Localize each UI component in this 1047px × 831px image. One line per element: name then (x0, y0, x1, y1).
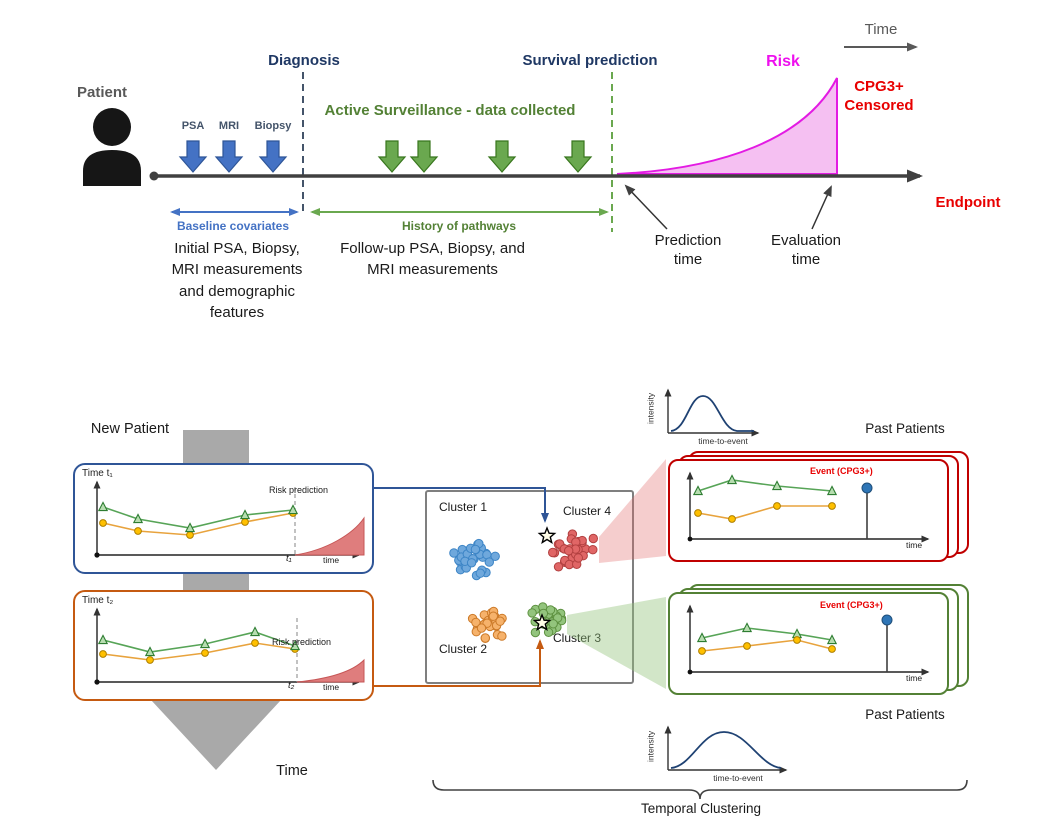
baseline-covariates-label: Baseline covariates (176, 219, 290, 233)
past-patient-plot-green (686, 604, 930, 676)
time-axis-label-t2: time (323, 682, 340, 692)
past-patient-card-green: Event (CPG3+) time (668, 592, 949, 695)
risk-prediction-area-t2 (296, 658, 365, 683)
cluster-dot (538, 608, 549, 619)
survival-prediction-label: Survival prediction (522, 52, 658, 69)
patient-box-t1-title: Time t₁ (82, 468, 113, 479)
psa-series-orange (99, 639, 299, 664)
cluster-dot (497, 631, 507, 641)
risk-label: Risk (766, 53, 800, 70)
biomarker-series-green (97, 626, 301, 657)
cluster-3-label: Cluster 3 (553, 631, 602, 645)
history-description: Follow-up PSA, Biopsy, and MRI measureme… (340, 240, 525, 279)
risk-prediction-label-t1: Risk prediction (269, 485, 329, 495)
censored-line2: Censored (844, 97, 914, 115)
active-surveillance-label: Active Surveillance - data collected (324, 102, 576, 119)
biomarker-series-green (97, 501, 299, 533)
cluster-scatter-box: Cluster 1 Cluster 4 Cluster 2 Cluster 3 (425, 490, 634, 684)
cluster-dot (476, 623, 487, 633)
t1-tick-label: t₁ (286, 553, 292, 564)
psa-series-orange (99, 509, 297, 539)
temporal-clustering-brace (432, 779, 968, 800)
censored-line1: CPG3+ (854, 78, 904, 95)
patient-icon (83, 108, 141, 186)
event-label-red: Event (CPG3+) (810, 466, 873, 476)
patient-box-t2-title: Time t₂ (82, 595, 114, 606)
event-marker-icon (881, 614, 893, 672)
past-patients-top-label: Past Patients (865, 421, 945, 436)
new-patient-label: New Patient (90, 421, 170, 437)
cluster-dot (548, 619, 558, 629)
time-axis-label-green-card: time (906, 673, 923, 683)
cluster-dot (480, 633, 490, 643)
patient-label: Patient (76, 84, 128, 101)
cluster-1-label: Cluster 1 (439, 500, 488, 514)
past-patients-bottom-label: Past Patients (865, 707, 945, 722)
past-patient-plot-red (686, 471, 930, 543)
cluster-dot (530, 627, 541, 638)
density-plot-top (664, 388, 760, 437)
cluster-dot (573, 553, 584, 563)
selected-point-star-icon (532, 613, 552, 632)
marker-label-psa: PSA (181, 120, 205, 132)
temporal-clustering-label: Temporal Clustering (640, 801, 762, 816)
cluster-2-label: Cluster 2 (439, 642, 488, 656)
time-axis-label: Time (864, 21, 898, 38)
history-of-pathways-label: History of pathways (401, 219, 517, 233)
cluster-dot (527, 608, 537, 618)
risk-curve (616, 77, 838, 175)
event-marker-icon (861, 482, 873, 539)
cluster-dot (471, 617, 481, 628)
cluster-dot (449, 548, 459, 558)
evaluation-time-label: Evaluation time (770, 232, 842, 269)
risk-prediction-label-t2: Risk prediction (272, 637, 332, 647)
surveillance-marker-arrow-icons (377, 140, 593, 173)
time-axis-label-t1: time (323, 555, 340, 565)
biomarker-series-green (696, 622, 838, 645)
risk-prediction-area-t1 (294, 516, 365, 556)
selected-point-star-icon (537, 526, 557, 545)
intensity-label-top: intensity (645, 392, 656, 425)
cluster-dot (475, 568, 485, 578)
prediction-time-label: Prediction time (654, 232, 722, 269)
cluster-dot (470, 544, 481, 555)
cluster-scatter-plot (449, 526, 599, 644)
time-flow-label: Time (276, 763, 308, 779)
psa-series-orange (694, 502, 836, 523)
time-to-event-label-top: time-to-event (698, 436, 748, 446)
timeline-start-dot (149, 171, 159, 181)
cluster-dot (466, 558, 477, 568)
patient-plot-t2 (93, 607, 365, 686)
cluster-4-label: Cluster 4 (563, 504, 612, 518)
endpoint-label: Endpoint (935, 194, 1001, 211)
cluster-dot (564, 546, 574, 556)
biomarker-series-green (692, 474, 838, 496)
cluster-dot (495, 616, 505, 626)
cluster-dot (488, 611, 499, 621)
time-axis-label-red: time (906, 540, 923, 550)
cluster-dot (588, 545, 598, 555)
past-patient-card-red: Event (CPG3+) time (668, 459, 949, 562)
event-label-green-card: Event (CPG3+) (820, 600, 883, 610)
evaluation-time-arrow (811, 185, 832, 230)
patient-plot-t1 (93, 480, 365, 559)
cluster-dot (548, 547, 558, 558)
t2-tick-label: t₂ (288, 680, 295, 691)
baseline-marker-arrow-icons (178, 140, 288, 173)
diagnosis-label: Diagnosis (268, 52, 340, 69)
patient-box-t1: Time t₁ Risk prediction t₁ time (73, 463, 374, 574)
cluster-dot (484, 557, 494, 567)
density-plot-bottom (664, 725, 788, 774)
time-to-event-label-bottom: time-to-event (713, 773, 763, 783)
marker-label-biopsy: Biopsy (254, 120, 292, 132)
prediction-time-arrow (624, 184, 668, 230)
cluster-dot (553, 562, 564, 572)
cluster-dot (588, 533, 599, 544)
censored-label: CPG3+ Censored (844, 77, 913, 115)
baseline-description: Initial PSA, Biopsy, MRI measurements an… (171, 240, 303, 321)
psa-series-orange (698, 636, 836, 655)
patient-box-t2: Time t₂ Risk prediction t₂ time (73, 590, 374, 701)
intensity-label-bottom: intensity (645, 730, 656, 763)
marker-label-mri: MRI (218, 120, 240, 132)
